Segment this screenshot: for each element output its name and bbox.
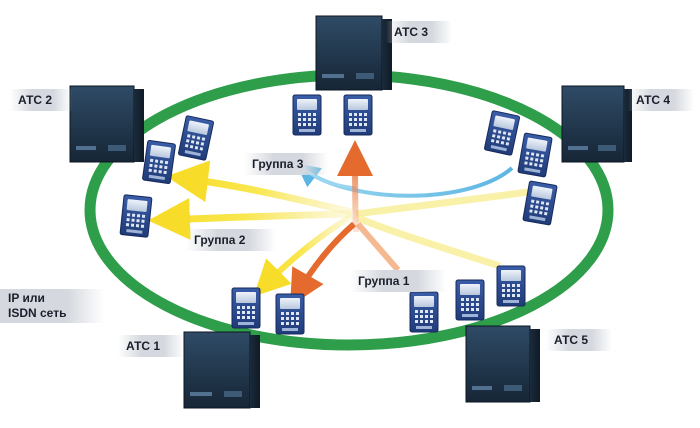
desk-phone-icon	[141, 139, 177, 185]
group2-arrows	[148, 160, 529, 297]
pbx-atc5-icon	[465, 325, 540, 403]
desk-phone-icon	[455, 279, 485, 321]
network-label-line2: ISDN сеть	[8, 306, 67, 320]
label-network: IP или ISDN сеть	[0, 289, 104, 323]
network-label-line1: IP или	[8, 291, 45, 305]
desk-phone-icon	[496, 265, 526, 307]
desk-phone-icon	[231, 287, 261, 329]
group1-arrows	[290, 140, 401, 307]
desk-phone-icon	[409, 291, 439, 333]
desk-phone-icon	[119, 194, 153, 238]
label-atc1: АТС 1	[118, 335, 184, 357]
label-atc2: АТС 2	[10, 89, 72, 111]
pbx-atc4-icon	[561, 85, 632, 163]
pbx-atc1-icon	[183, 331, 260, 409]
desk-phone-icon	[275, 293, 305, 335]
pbx-atc3-icon	[315, 15, 392, 91]
pbx-atc2-icon	[69, 85, 144, 163]
label-group2: Группа 2	[186, 229, 276, 251]
label-atc5: АТС 5	[546, 329, 612, 351]
label-atc3: АТС 3	[386, 21, 452, 43]
desk-phone-icon	[343, 94, 373, 136]
label-group3: Группа 3	[244, 153, 328, 175]
label-group1: Группа 1	[350, 270, 446, 292]
label-atc4: АТС 4	[628, 89, 694, 111]
desk-phone-icon	[292, 94, 322, 136]
